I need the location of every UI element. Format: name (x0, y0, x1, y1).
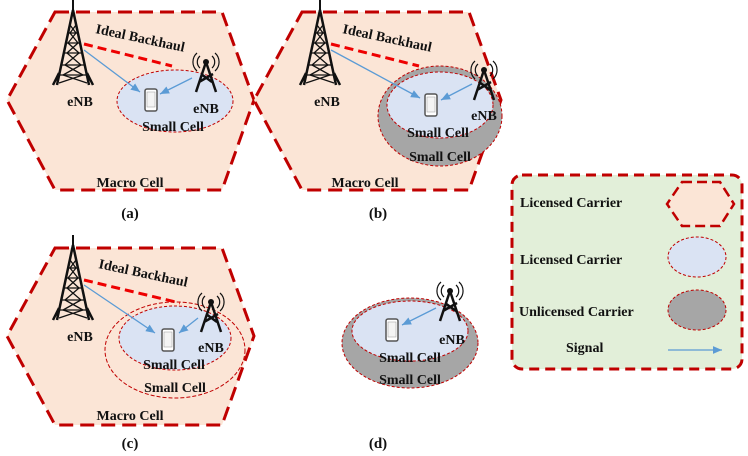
phone-icon (424, 93, 438, 117)
legend-licensed-ellipse-icon (667, 236, 727, 278)
legend: Licensed Carrier Licensed Carrier Unlice… (510, 173, 744, 371)
small-cell-label: Small Cell (142, 120, 204, 135)
small-cell-licensed (118, 305, 232, 371)
small-cell-licensed (386, 71, 494, 139)
legend-label-licensed-small: Licensed Carrier (520, 253, 622, 268)
signal-arrow (330, 49, 421, 99)
small-enb-label: eNB (198, 341, 224, 356)
small-cell-label: Small Cell (143, 358, 205, 373)
signal-arrow (440, 83, 473, 101)
small-cell-licensed (116, 69, 234, 133)
small-enb-label: eNB (193, 102, 219, 117)
small-cell-unlicensed-label: Small Cell (379, 373, 441, 388)
legend-hexagon-icon (665, 180, 736, 228)
phone-icon (144, 88, 158, 112)
small-enb-label: eNB (439, 333, 465, 348)
caption-b: (b) (369, 206, 387, 222)
caption-a: (a) (121, 206, 139, 222)
legend-label-unlicensed: Unlicensed Carrier (519, 305, 634, 320)
macro-cell-label: Macro Cell (97, 176, 164, 191)
small-cell-label: Small Cell (407, 126, 469, 141)
macro-enb-label: eNB (67, 330, 93, 345)
panel-b: eNB Ideal Backhaul eNB Small Cell Small … (252, 0, 503, 222)
macro-cell-label: Macro Cell (97, 409, 164, 424)
small-cell-licensed (351, 300, 469, 362)
caption-d: (d) (369, 436, 387, 452)
macro-enb-label: eNB (67, 95, 93, 110)
panel-a: eNB Ideal Backhaul eNB Small Cell Macro … (5, 0, 256, 222)
signal-arrow (83, 284, 156, 334)
backhaul-line (83, 278, 181, 305)
legend-label-signal: Signal (566, 341, 603, 356)
small-enb-label: eNB (471, 109, 497, 124)
signal-arrow (83, 49, 141, 93)
macro-enb-label: eNB (314, 95, 340, 110)
panel-c: eNB Ideal Backhaul eNB Small Cell Small … (5, 233, 256, 452)
phone-icon (161, 328, 175, 352)
small-cell-unlicensed-label: Small Cell (409, 150, 471, 165)
panel-d: eNB Small Cell Small Cell (d) (341, 280, 479, 452)
legend-label-licensed-macro: Licensed Carrier (520, 196, 622, 211)
signal-arrow (178, 317, 199, 334)
small-cell-label: Small Cell (379, 351, 441, 366)
legend-unlicensed-ellipse-icon (667, 289, 727, 331)
signal-arrow (159, 77, 193, 95)
backhaul-line (330, 42, 420, 68)
caption-c: (c) (122, 436, 139, 452)
phone-icon (385, 318, 399, 342)
signal-arrow (401, 307, 437, 326)
backhaul-line (83, 42, 173, 68)
small-cell-unlicensed (104, 301, 246, 399)
small-cell-unlicensed-label: Small Cell (144, 381, 206, 396)
macro-cell-label: Macro Cell (332, 176, 399, 191)
